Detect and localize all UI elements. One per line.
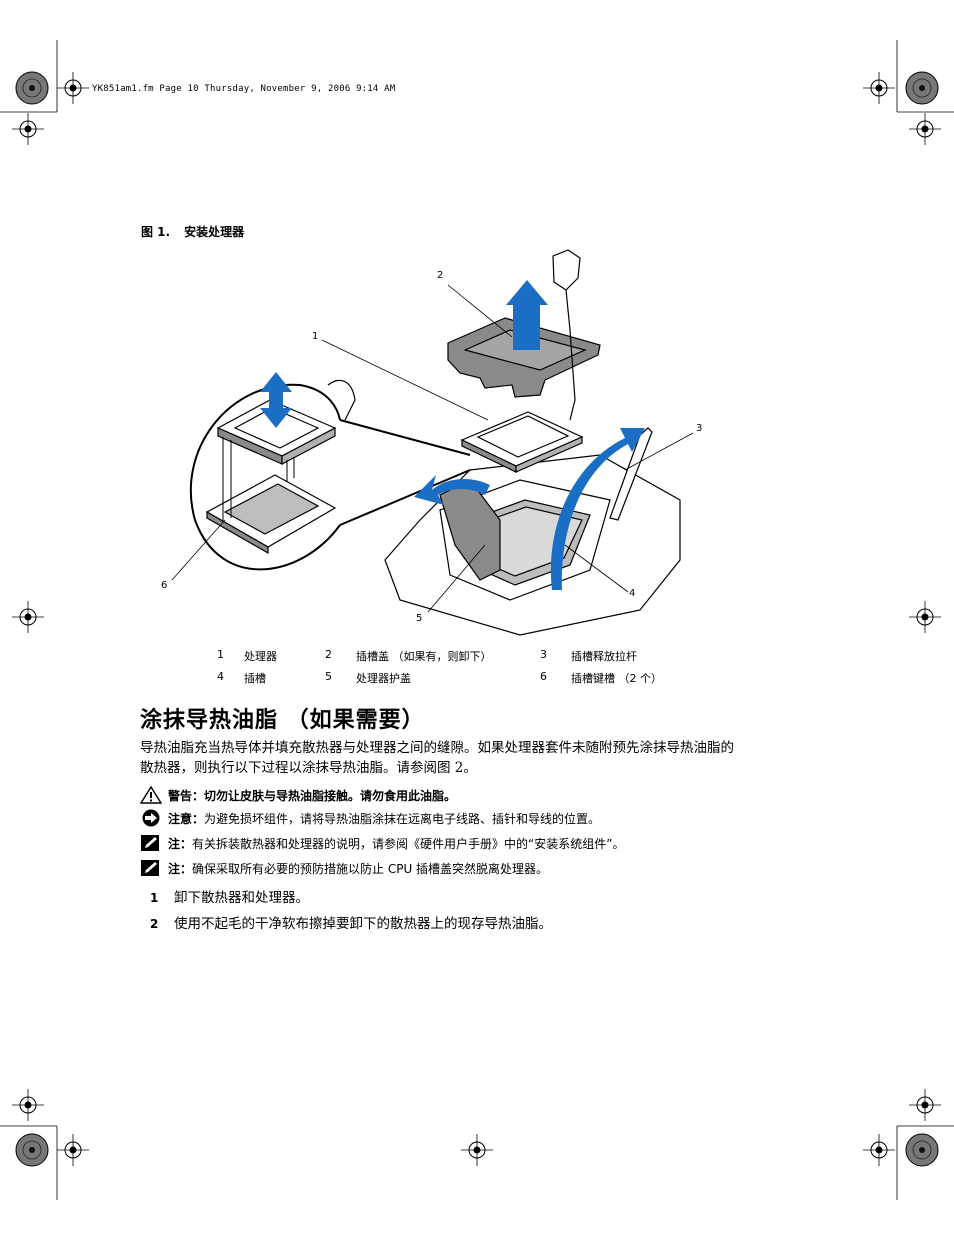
registration-mark-bottom-right — [862, 1088, 954, 1200]
figure-caption: 图 1. 安装处理器 — [141, 223, 244, 240]
notice-label: 注意： — [168, 812, 205, 826]
vertical-double-arrow — [260, 372, 292, 428]
callout-5: 5 — [416, 613, 423, 624]
notice-label: 注： — [168, 837, 193, 851]
legend-label: 插槽盖 （如果有，则卸下） — [356, 650, 492, 663]
callout-leaders — [171, 284, 694, 613]
legend-num: 4 — [217, 670, 224, 683]
legend-label: 插槽释放拉杆 — [571, 650, 637, 663]
paragraph-line: 导热油脂充当热导体并填充散热器与处理器之间的缝隙。如果处理器套件未随附预先涂抹导… — [140, 740, 734, 756]
legend-label: 插槽 — [244, 672, 266, 685]
callout-3: 3 — [696, 423, 703, 434]
step-item: 1 卸下散热器和处理器。 — [150, 886, 309, 906]
lever-arrow — [550, 428, 645, 590]
notice-icon — [140, 809, 162, 827]
lift-arrow — [506, 280, 548, 350]
registration-mark-right — [908, 600, 942, 634]
figure-number: 图 1. — [141, 225, 171, 239]
blue-arrows — [260, 280, 645, 590]
registration-mark-bottom-left — [0, 1088, 90, 1200]
callout-2: 2 — [437, 270, 444, 281]
warning-icon — [139, 785, 163, 804]
notice-text: 确保采取所有必要的预防措施以防止 CPU 插槽盖突然脱离处理器。 — [192, 862, 549, 876]
registration-mark-top-left — [0, 40, 90, 146]
callout-1: 1 — [312, 331, 319, 342]
note-notice: 注：有关拆装散热器和处理器的说明，请参阅《硬件用户手册》中的“安装系统组件”。 — [140, 834, 624, 852]
legend-label: 处理器护盖 — [356, 672, 411, 685]
processor-install-illustration — [189, 249, 681, 636]
notice-label: 注： — [168, 862, 193, 876]
figure-title: 安装处理器 — [184, 225, 245, 239]
caution-notice: 注意：为避免损坏组件，请将导热油脂涂抹在远离电子线路、插针和导线的位置。 — [140, 809, 600, 827]
rotate-arrow-left — [414, 475, 490, 505]
note-notice: 注：确保采取所有必要的预防措施以防止 CPU 插槽盖突然脱离处理器。 — [140, 859, 548, 877]
notice-text: 为避免损坏组件，请将导热油脂涂抹在远离电子线路、插针和导线的位置。 — [204, 812, 601, 826]
registration-mark-top-right — [862, 40, 954, 146]
warning-notice: 警告：切勿让皮肤与导热油脂接触。请勿食用此油脂。 — [139, 785, 457, 804]
note-icon — [140, 834, 162, 852]
file-info-header: YK851am1.fm Page 10 Thursday, November 9… — [92, 84, 396, 94]
notice-label: 警告： — [168, 789, 205, 803]
section-title: 涂抹导热油脂 （如果需要） — [140, 708, 425, 733]
legend-num: 1 — [217, 648, 224, 661]
legend-num: 5 — [325, 670, 332, 683]
step-item: 2 使用不起毛的干净软布擦掉要卸下的散热器上的现存导热油脂。 — [150, 912, 552, 932]
notice-text: 有关拆装散热器和处理器的说明，请参阅《硬件用户手册》中的“安装系统组件”。 — [192, 837, 625, 851]
paragraph-line: 散热器，则执行以下过程以涂抹导热油脂。请参阅图 2。 — [140, 760, 477, 776]
callout-6: 6 — [161, 580, 168, 591]
registration-mark-left — [11, 600, 45, 634]
legend-label: 处理器 — [244, 650, 277, 663]
legend-label: 插槽键槽 （2 个） — [571, 672, 662, 685]
legend-num: 2 — [325, 648, 332, 661]
callout-4: 4 — [629, 588, 636, 599]
legend-num: 3 — [540, 648, 547, 661]
step-text: 卸下散热器和处理器。 — [174, 890, 309, 906]
step-text: 使用不起毛的干净软布擦掉要卸下的散热器上的现存导热油脂。 — [174, 916, 552, 932]
registration-mark-bottom-center — [460, 1133, 494, 1167]
step-number: 1 — [150, 891, 159, 905]
notice-text: 切勿让皮肤与导热油脂接触。请勿食用此油脂。 — [204, 789, 457, 803]
intro-paragraph: 导热油脂充当热导体并填充散热器与处理器之间的缝隙。如果处理器套件未随附预先涂抹导… — [140, 738, 820, 778]
note-icon — [140, 859, 162, 877]
legend-num: 6 — [540, 670, 547, 683]
step-number: 2 — [150, 917, 159, 931]
